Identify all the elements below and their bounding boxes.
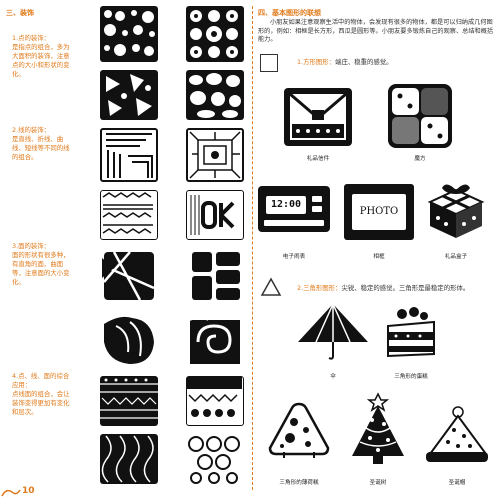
caption-christmas-tree: 圣诞树 <box>369 480 387 486</box>
page-number-decoration <box>0 486 22 498</box>
text-dots: 是指点的组合，多为大面积的装饰，注意点的大小和形状的变化。 <box>12 43 70 78</box>
combined-pattern-graphic <box>100 378 158 419</box>
caption-photo-frame: 相框 <box>373 254 385 260</box>
swirl-icon <box>1 489 21 497</box>
clock-button-icon <box>312 196 322 202</box>
alarm-clock-illustration: 12:00 <box>258 186 330 232</box>
intro-text: 小朋友如果注意观察生活中的物体，会发现有很多的物体，都是可以归纳成几何图形的，例… <box>258 19 494 44</box>
rubik-cube-graphic <box>388 84 452 148</box>
dots-pattern-graphic <box>189 73 241 118</box>
gift-box-graphic <box>427 184 485 238</box>
planes-pattern-graphic <box>192 252 240 300</box>
swatch-grid <box>86 6 251 484</box>
leaf-shape-graphic <box>104 316 154 364</box>
umbrella-illustration <box>296 300 370 362</box>
triangle-outline-graphic <box>260 277 282 296</box>
heading-combined: 4.点、线、面的综合应用： <box>12 372 70 389</box>
page-number: 10 <box>22 486 35 496</box>
tri-heading-desc: 尖锐、稳定的感觉。三角形是最稳定的形体。 <box>341 284 470 292</box>
caption-triangle-cake: 三角形的蛋糕 <box>394 374 428 380</box>
photo-frame-inner: PHOTO <box>352 194 406 230</box>
swatch-planes-4 <box>186 312 244 368</box>
caption-rubik-cube: 魔方 <box>414 156 426 162</box>
triangle-icon <box>260 277 282 297</box>
wave-pattern-graphic <box>101 435 154 483</box>
clock-button-icon <box>312 206 322 212</box>
swatch-planes-1 <box>100 248 158 304</box>
dots-pattern-graphic <box>104 10 155 56</box>
umbrella-graphic <box>298 303 368 360</box>
swirl-shape-graphic <box>189 316 240 364</box>
planes-pattern-graphic <box>102 251 155 301</box>
circle-pattern-graphic <box>186 434 244 484</box>
christmas-tree-illustration <box>348 392 408 468</box>
text-planes: 面的形状有很多种，有直角的面、曲面等，注意面的大小变化。 <box>12 251 70 286</box>
right-section-title: 四、基本图形的联想 <box>258 9 321 17</box>
christmas-hat-illustration <box>424 406 490 466</box>
rubik-cube-illustration <box>386 82 454 150</box>
lines-pattern-graphic <box>189 131 241 179</box>
swatch-lines-2 <box>186 128 244 182</box>
dots-pattern-graphic <box>106 74 152 116</box>
left-section-title: 三、装饰 <box>6 9 34 17</box>
triangle-cake-graphic <box>387 307 435 358</box>
caption-christmas-hat: 圣诞帽 <box>448 480 466 486</box>
dots-pattern-graphic <box>190 10 238 58</box>
caption-gift-box: 礼品盒子 <box>444 254 468 260</box>
swatch-lines-1 <box>100 128 158 182</box>
ok-lines-graphic <box>190 195 235 235</box>
photo-frame-illustration: PHOTO <box>344 184 414 240</box>
swatch-lines-4 <box>186 190 244 240</box>
text-combined: 点线面的组合，会让装饰变得更加有变化和层次。 <box>12 390 70 416</box>
paragraph-dots: 1.点的装饰： 是指点的组合，多为大面积的装饰，注意点的大小和形状的变化。 <box>12 34 74 79</box>
rect-heading-desc: 端庄、稳重的感觉。 <box>335 58 393 66</box>
gift-letter-graphic <box>284 88 352 146</box>
swatch-dots-3 <box>100 70 158 120</box>
paragraph-lines: 2.线的装饰： 是直线、折线、曲线、短线等不同的线的组合。 <box>12 126 74 162</box>
column-divider <box>252 6 253 490</box>
swatch-planes-2 <box>186 248 244 304</box>
lines-pattern-graphic <box>106 133 153 178</box>
swatch-combined-1 <box>100 376 158 426</box>
text-lines: 是直线、折线、曲线、短线等不同的线的组合。 <box>12 135 70 161</box>
swatch-dots-2 <box>186 6 244 62</box>
zigzag-pattern-graphic <box>102 192 153 234</box>
paragraph-combined: 4.点、线、面的综合应用： 点线面的组合，会让装饰变得更加有变化和层次。 <box>12 372 74 417</box>
mint-cake-illustration <box>266 400 332 460</box>
clock-stand <box>264 220 324 226</box>
caption-gift-letter: 礼品信件 <box>306 156 330 162</box>
gift-box-illustration <box>424 180 488 240</box>
combined-pattern-graphic <box>187 377 242 417</box>
swatch-combined-3 <box>100 434 158 484</box>
tri-heading-title: 2.三角形图形： <box>297 284 342 292</box>
heading-dots: 1.点的装饰： <box>12 34 51 42</box>
caption-umbrella: 伞 <box>330 374 336 380</box>
rect-heading-title: 1.方形图形： <box>297 58 336 66</box>
christmas-tree-graphic <box>352 392 404 464</box>
swatch-combined-2 <box>186 376 244 426</box>
heading-planes: 3.面的装饰： <box>12 242 51 250</box>
swatch-dots-1 <box>100 6 158 62</box>
swatch-lines-3 <box>100 190 158 240</box>
swatch-planes-3 <box>100 312 158 368</box>
christmas-hat-graphic <box>426 406 488 462</box>
rect-heading: 1.方形图形：端庄、稳重的感觉。 <box>297 57 393 66</box>
triangle-cake-illustration <box>382 304 440 362</box>
clock-screen: 12:00 <box>266 196 306 214</box>
paragraph-planes: 3.面的装饰： 面的形状有很多种，有直角的面、曲面等，注意面的大小变化。 <box>12 242 74 287</box>
gift-letter-illustration <box>282 86 354 148</box>
swatch-combined-4 <box>186 434 244 484</box>
swatch-dots-4 <box>186 70 244 120</box>
heading-lines: 2.线的装饰： <box>12 126 51 134</box>
square-icon <box>260 54 278 72</box>
caption-alarm-clock: 电子闹表 <box>282 254 306 260</box>
caption-mint-cake: 三角形的薄荷糕 <box>279 480 319 486</box>
mint-cake-graphic <box>268 402 330 458</box>
tri-heading: 2.三角形图形：尖锐、稳定的感觉。三角形是最稳定的形体。 <box>297 283 469 292</box>
